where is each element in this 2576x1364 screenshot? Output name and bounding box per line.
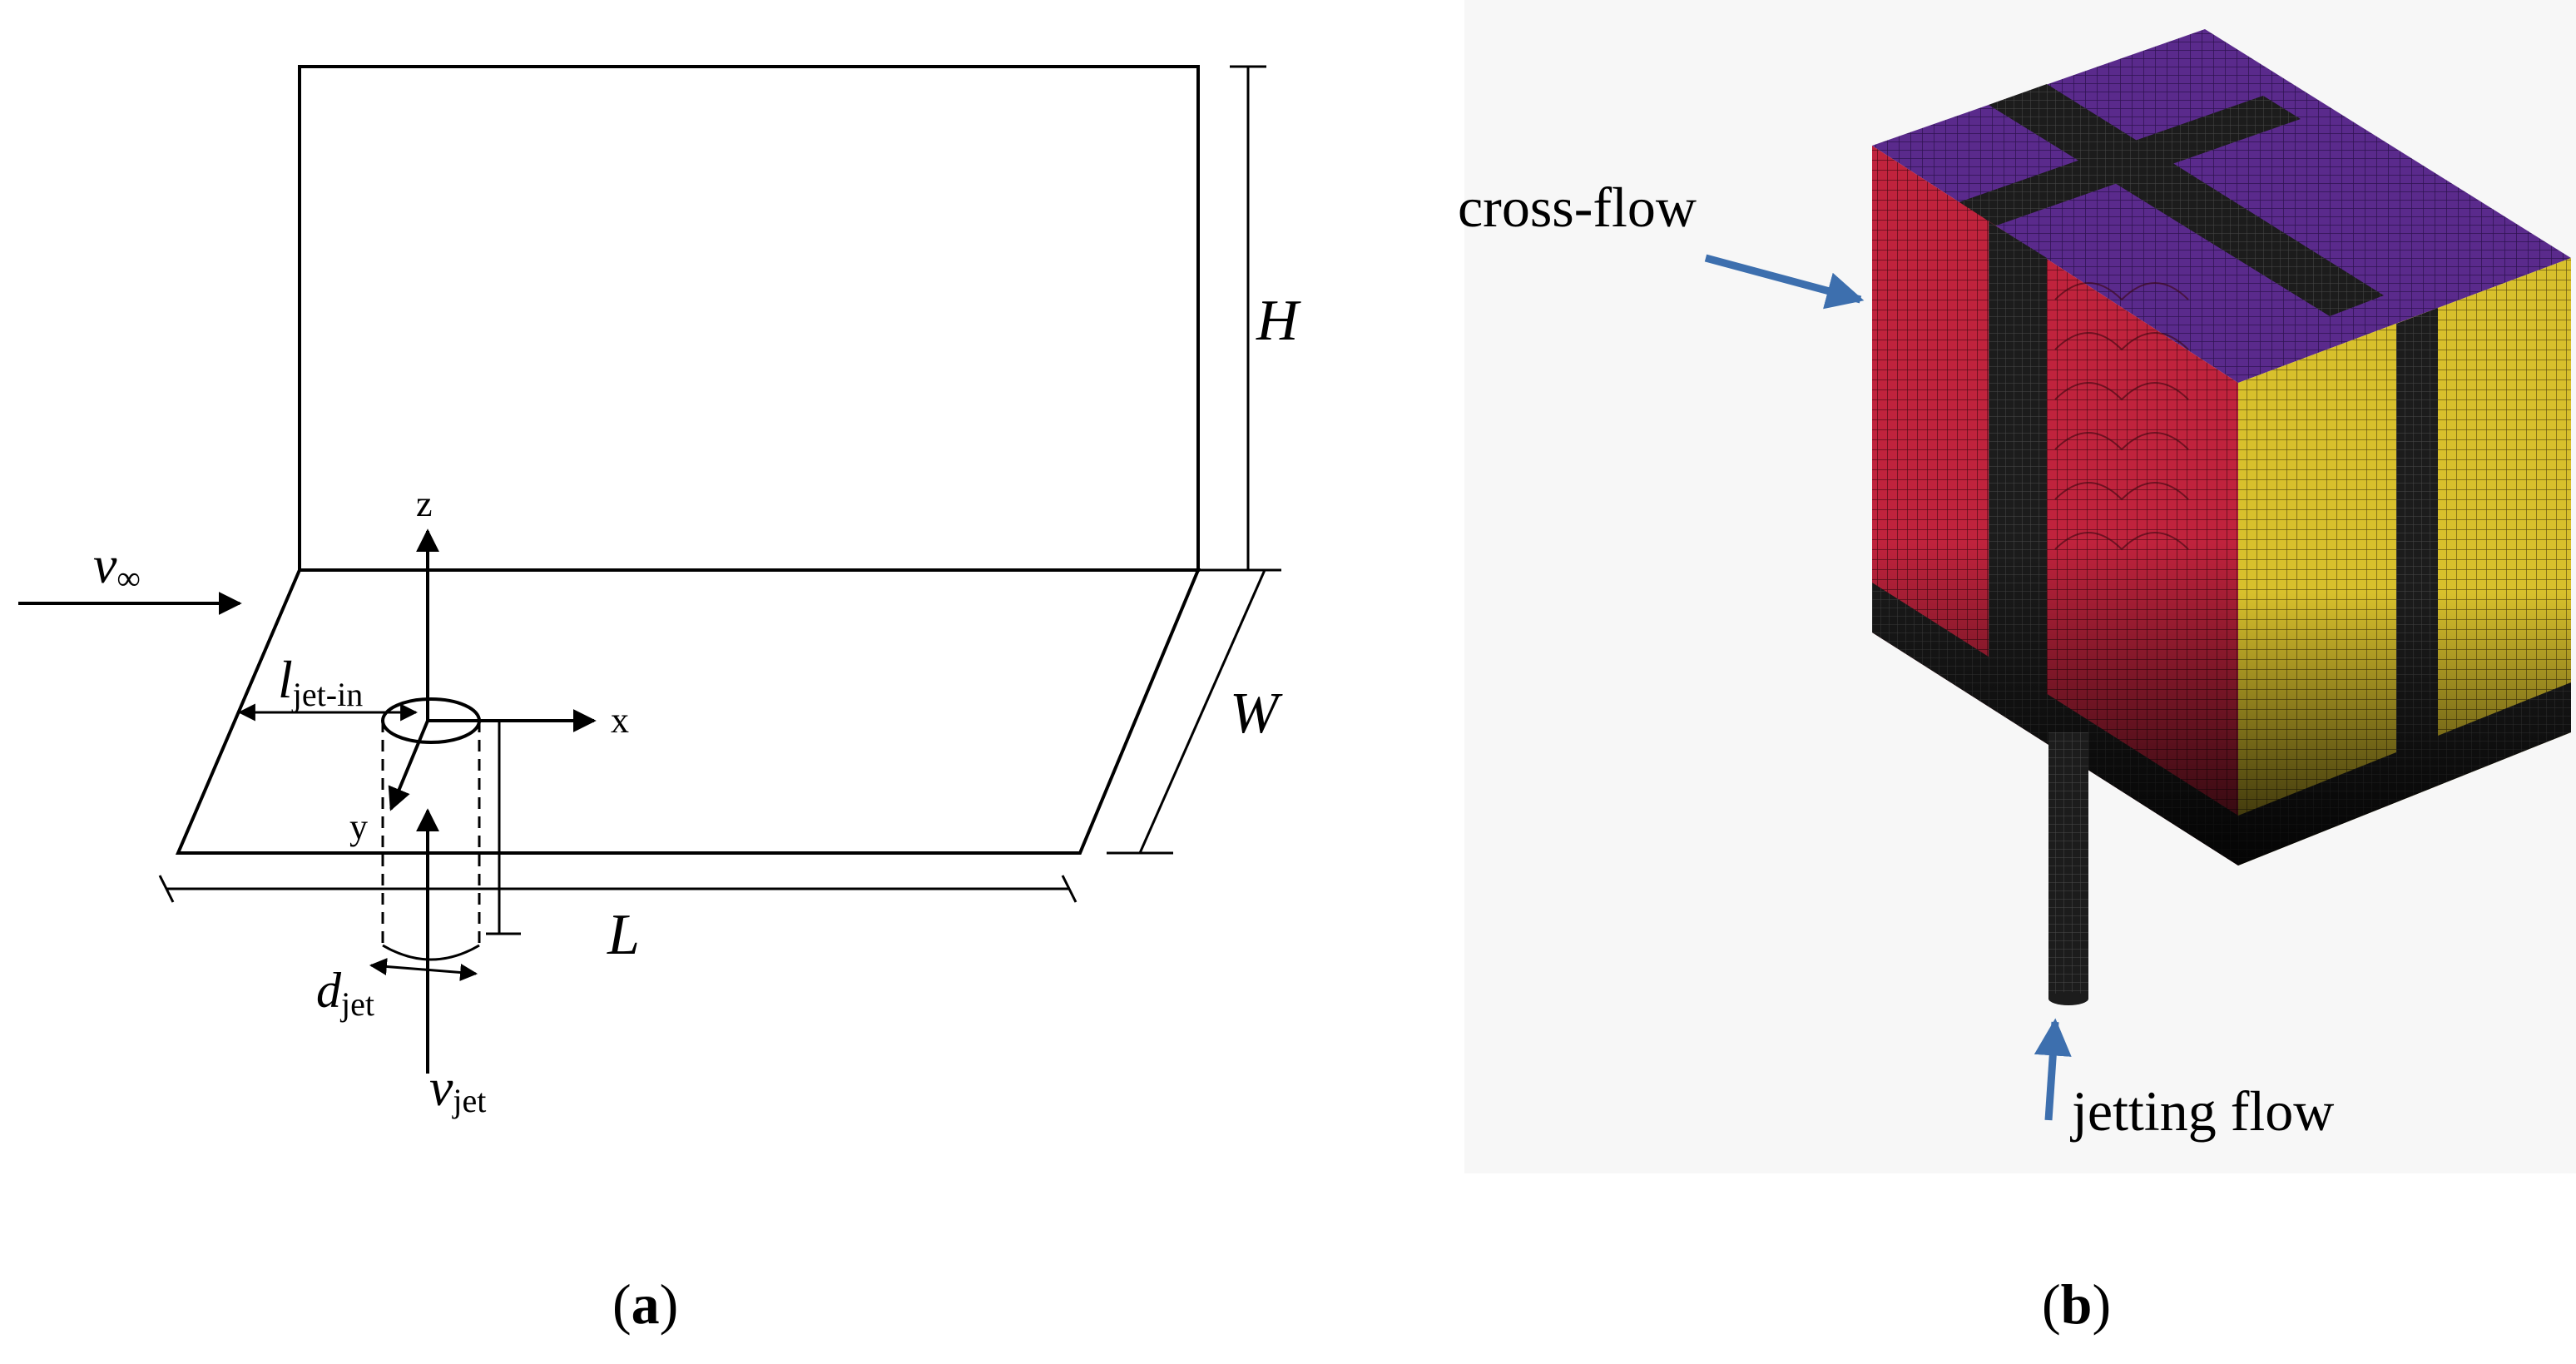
jetting-flow-arrow	[2034, 1018, 2072, 1121]
mesh-top-seam-b	[1930, 96, 2301, 236]
label-jetting-flow: jetting flow	[2070, 1079, 2334, 1143]
caption-b: (b)	[2042, 1272, 2111, 1336]
label-h: H	[1256, 289, 1301, 353]
label-z: z	[416, 484, 433, 524]
label-y: y	[349, 806, 368, 847]
panel-b: cross-flow jetting flow (b)	[1458, 0, 2576, 1336]
label-cross-flow: cross-flow	[1458, 176, 1697, 239]
domain-floor	[175, 568, 1201, 855]
jet-inlet-bottom	[382, 944, 480, 961]
mesh-jet-pipe-end	[2048, 992, 2088, 1005]
d-jet-dimension	[369, 958, 478, 981]
mesh-side-shade	[2238, 258, 2571, 866]
domain-back-wall	[298, 65, 1200, 572]
y-axis	[388, 720, 429, 811]
l-dimension-tick-right	[1061, 875, 1077, 903]
mesh-top-seam-a	[1989, 84, 2384, 316]
caption-a: (a)	[612, 1272, 678, 1336]
l-dimension-tick-left	[158, 875, 175, 903]
w-dimension-line	[1138, 569, 1266, 854]
label-v-jet: vjet	[429, 1058, 486, 1119]
label-x: x	[611, 700, 629, 741]
cross-flow-arrow	[1704, 254, 1865, 310]
label-v-inf: v∞	[93, 535, 141, 597]
mesh-front-shade	[1872, 146, 2238, 866]
label-l: L	[607, 903, 640, 967]
mesh-jet-pipe	[2048, 732, 2088, 999]
label-l-jet-in: ljet-in	[278, 650, 363, 713]
panel-a: H W L v∞ z x y ljet-in	[18, 65, 1301, 1336]
label-d-jet: djet	[316, 963, 374, 1023]
label-w: W	[1230, 682, 1283, 746]
